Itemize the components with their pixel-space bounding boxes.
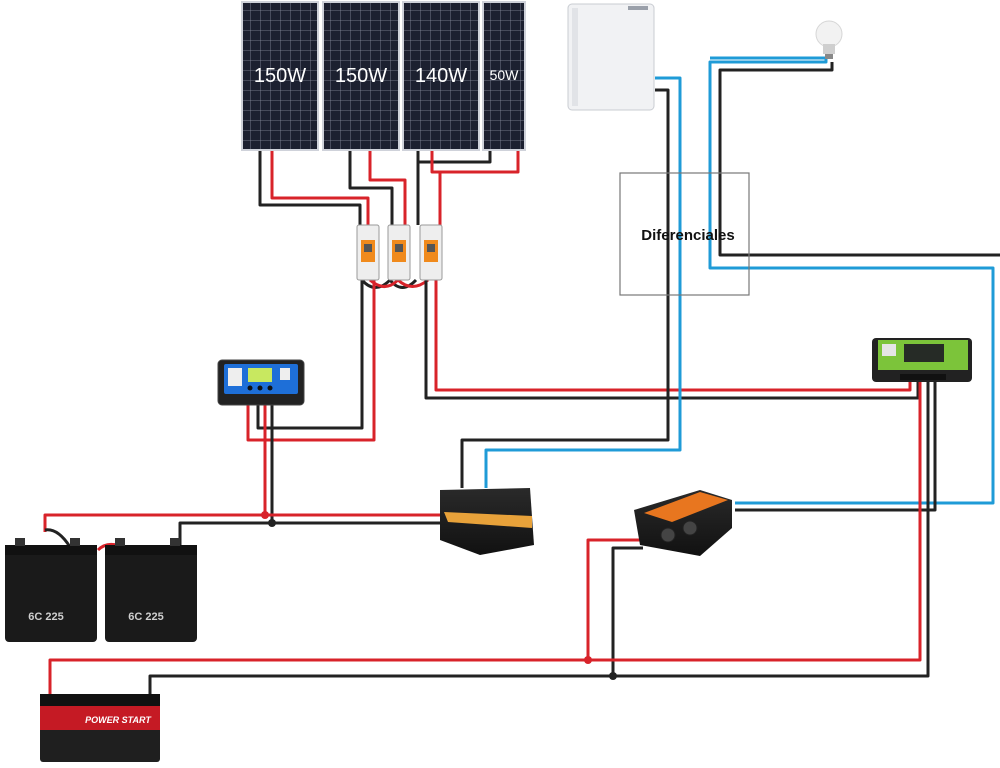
wire-panel2-negative [348, 150, 394, 225]
breaker-icon [356, 224, 380, 281]
wire-panel2-positive [368, 150, 407, 225]
solar-panel-3: 140W [402, 1, 480, 151]
panel-4-label: 50W [490, 67, 520, 83]
wire-inverter2-negative [611, 546, 643, 676]
charge-controller-small [217, 359, 305, 406]
junctions [261, 511, 617, 680]
solar-panel-4: 50W [482, 1, 526, 151]
breaker-icon [387, 224, 411, 281]
differentials-label: Diferenciales [641, 227, 734, 244]
battery-2: 6C 225 [105, 538, 197, 642]
wire-inverter1-ac-blue [484, 76, 682, 488]
light-bulb [815, 20, 843, 59]
solar-panel-icon [322, 1, 400, 151]
wire-light-black [718, 62, 1000, 257]
battery-1-label: 6C 225 [28, 611, 63, 623]
wire-carbat-negative [148, 380, 930, 700]
wire-bus-negative [178, 521, 440, 545]
wire-controller2-positive [434, 280, 912, 392]
wire-panel1-positive [270, 150, 370, 225]
wire-panel3-positive [430, 150, 520, 174]
solar-panel-icon [241, 1, 319, 151]
fridge-icon [567, 3, 655, 111]
car-battery: POWER START [40, 694, 160, 762]
wire-inverter1-ac-black [460, 88, 670, 488]
inverter-1 [440, 488, 534, 555]
car-battery-label: POWER START [85, 715, 152, 725]
fridge [567, 3, 655, 111]
battery-icon [105, 538, 197, 642]
wire-panel3-negative [416, 150, 492, 164]
inverter-2 [634, 490, 732, 556]
wire-light-blue [708, 56, 995, 505]
battery-icon [5, 538, 97, 642]
solar-panel-1: 150W [241, 1, 319, 151]
wire-panel1-negative [258, 150, 362, 225]
wire-controller1-positive [246, 280, 376, 442]
battery-icon [40, 694, 160, 762]
wire-bus-positive [43, 513, 440, 532]
solar-panel-2: 150W [322, 1, 400, 151]
panel-1-label: 150W [254, 65, 306, 87]
wire-carbat-positive [48, 380, 922, 700]
charge-controller-large [872, 338, 972, 382]
breakers [356, 224, 443, 281]
solar-panel-icon [402, 1, 480, 151]
junction-dot [268, 519, 276, 527]
panel-3-label: 140W [415, 65, 467, 87]
solar-panel-icon [482, 1, 526, 151]
wire-controller1-negative [256, 280, 364, 430]
junction-dot [261, 511, 269, 519]
wire-controller2-out-black [735, 380, 937, 512]
wire-inverter2-positive [586, 538, 643, 660]
wire-battery-bridge-black [44, 528, 72, 548]
junction-dot [609, 672, 617, 680]
junction-dot [584, 656, 592, 664]
breaker-icon [419, 224, 443, 281]
panel-2-label: 150W [335, 65, 387, 87]
differentials-box: Diferenciales [619, 172, 750, 296]
battery-1: 6C 225 [5, 538, 97, 642]
battery-2-label: 6C 225 [128, 611, 163, 623]
wire-controller2-negative [424, 280, 920, 400]
wiring [43, 56, 1000, 700]
light-bulb-icon [815, 20, 843, 59]
